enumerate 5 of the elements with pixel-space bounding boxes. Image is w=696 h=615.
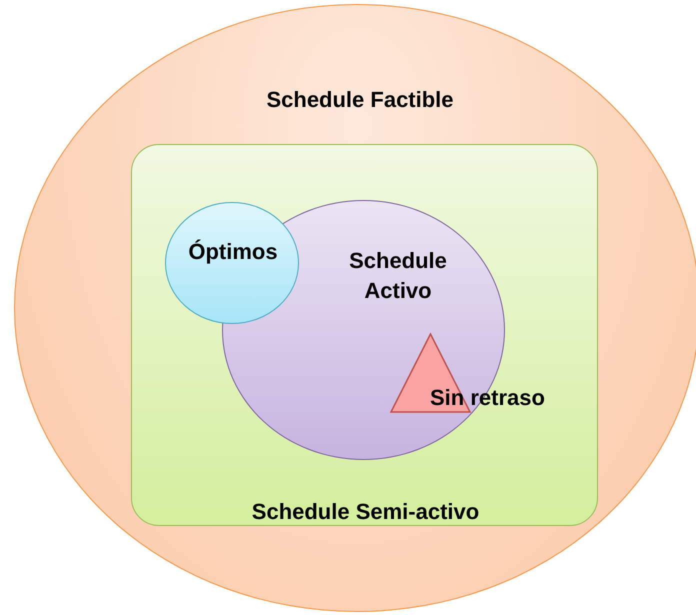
set-label: Óptimos xyxy=(187,238,279,266)
set-label: Schedule Factible xyxy=(265,86,455,114)
set-label: Schedule Semi-activo xyxy=(250,498,480,526)
set-label: Schedule Activo xyxy=(348,247,448,305)
rounded-region xyxy=(131,144,598,526)
